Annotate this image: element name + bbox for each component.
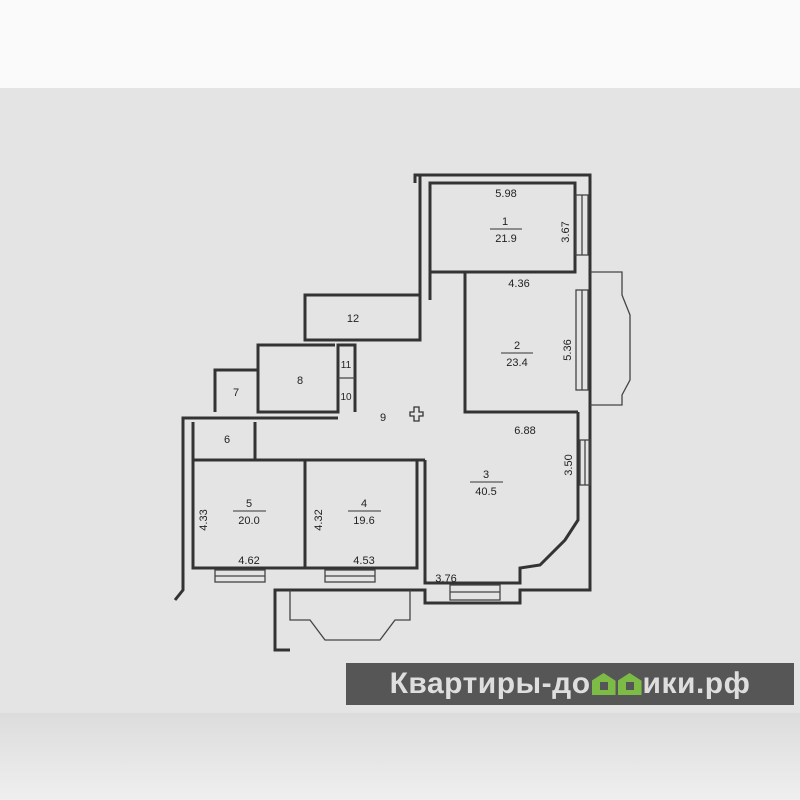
dim-room1-width: 5.98 (495, 188, 516, 200)
dim-room3-width: 6.88 (514, 425, 535, 437)
room1-area: 21.9 (495, 233, 516, 245)
watermark-logo: Квартиры-до ики.рф (346, 663, 794, 705)
dim-room5-width: 4.62 (238, 555, 259, 567)
room3-number: 3 (483, 469, 489, 481)
outer-wall (273, 173, 592, 652)
room12-label: 12 (347, 313, 359, 325)
house-icon (617, 673, 642, 695)
wall-room8 (256, 343, 357, 414)
cross-icon (409, 406, 424, 422)
wall-room2 (463, 272, 578, 414)
wall-room1 (428, 181, 577, 300)
wall-room12 (303, 293, 422, 342)
room4-area: 19.6 (353, 515, 374, 527)
house-icon (591, 673, 616, 695)
dim-room4-width: 4.53 (353, 555, 374, 567)
room8-label: 8 (297, 375, 303, 387)
room2-area: 23.4 (506, 357, 527, 369)
wall-room7 (213, 368, 258, 412)
dim-room3-bottom: 3.76 (435, 573, 456, 585)
room7-label: 7 (233, 387, 239, 399)
room9-label: 9 (380, 412, 386, 424)
dim-room1-height: 3.67 (560, 221, 572, 242)
balcony-bottom (289, 590, 411, 641)
watermark-text-end: ики.рф (642, 667, 751, 700)
room10-label: 10 (340, 392, 352, 403)
dim-room2-height: 5.36 (562, 339, 574, 360)
room5-area: 20.0 (238, 515, 259, 527)
dim-room3-height: 3.50 (563, 454, 575, 475)
room6-label: 6 (224, 434, 230, 446)
room4-number: 4 (361, 498, 367, 510)
dim-room2-width: 4.36 (508, 278, 529, 290)
room2-number: 2 (514, 340, 520, 352)
dim-room5-height: 4.33 (198, 509, 210, 530)
wall-left (173, 416, 338, 601)
dim-room4-height: 4.32 (313, 509, 325, 530)
room5-number: 5 (246, 498, 252, 510)
room11-label: 11 (341, 360, 352, 371)
wall-room3 (423, 412, 580, 585)
windows (214, 194, 591, 601)
watermark-text-start: Квартиры-до (389, 667, 591, 700)
balcony-right (590, 271, 631, 406)
room1-number: 1 (502, 216, 508, 228)
bottom-blur (0, 713, 800, 800)
room3-area: 40.5 (475, 486, 496, 498)
paper-background (0, 88, 800, 713)
